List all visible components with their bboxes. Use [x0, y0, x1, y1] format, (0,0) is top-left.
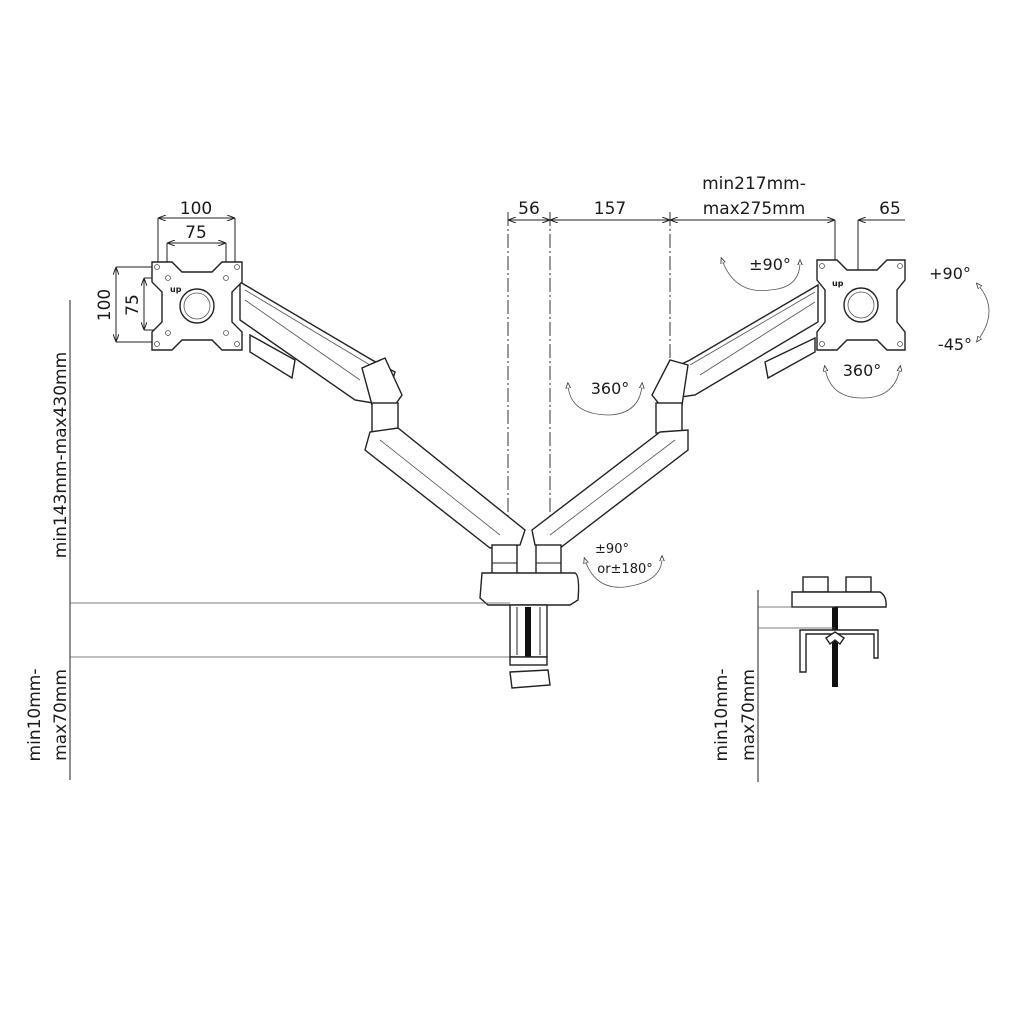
right-arm [531, 283, 819, 549]
top-dimension-chain: 56 157 min217mm- max275mm 65 [508, 174, 905, 270]
label-base-rotation-2: or±180° [597, 562, 653, 577]
vesa-plate-right: up [816, 259, 906, 351]
label-rotate-plate: 360° [843, 361, 882, 380]
dim-arm-min: min217mm- [702, 174, 806, 194]
up-label-left: up [170, 285, 182, 294]
dim-157: 157 [594, 199, 626, 219]
label-height-range: min143mm-max430mm [51, 352, 71, 558]
label-swivel-plate: ±90° [749, 255, 791, 274]
vesa-plate-left: up [151, 261, 243, 351]
dim-arm-max: max275mm [703, 199, 806, 219]
label-tilt-up: +90° [929, 264, 971, 283]
label-clamp-range-right-1: min10mm- [712, 669, 732, 762]
rotation-indicators: ±90° +90° -45° 360° 360° ±90° or±180° [568, 255, 990, 588]
label-clamp-range-right-2: max70mm [739, 669, 759, 761]
vesa-height-75: 75 [123, 294, 143, 316]
label-tilt-down: -45° [938, 335, 972, 354]
label-rotate-arm: 360° [591, 379, 630, 398]
side-view-clamp: min10mm- max70mm [712, 576, 887, 782]
dim-56: 56 [518, 199, 540, 219]
height-dimension: min143mm-max430mm min10mm- max70mm [25, 300, 510, 780]
vesa-width-75: 75 [185, 223, 207, 243]
label-base-rotation-1: ±90° [595, 542, 629, 557]
desk-clamp-base [479, 544, 580, 689]
dim-65: 65 [879, 199, 901, 219]
label-clamp-range-left-2: max70mm [51, 669, 71, 761]
up-label-right: up [832, 279, 844, 288]
label-clamp-range-left-1: min10mm- [25, 669, 45, 762]
left-arm [239, 280, 526, 549]
vesa-height-100: 100 [95, 289, 115, 321]
vesa-width-100: 100 [180, 199, 212, 219]
